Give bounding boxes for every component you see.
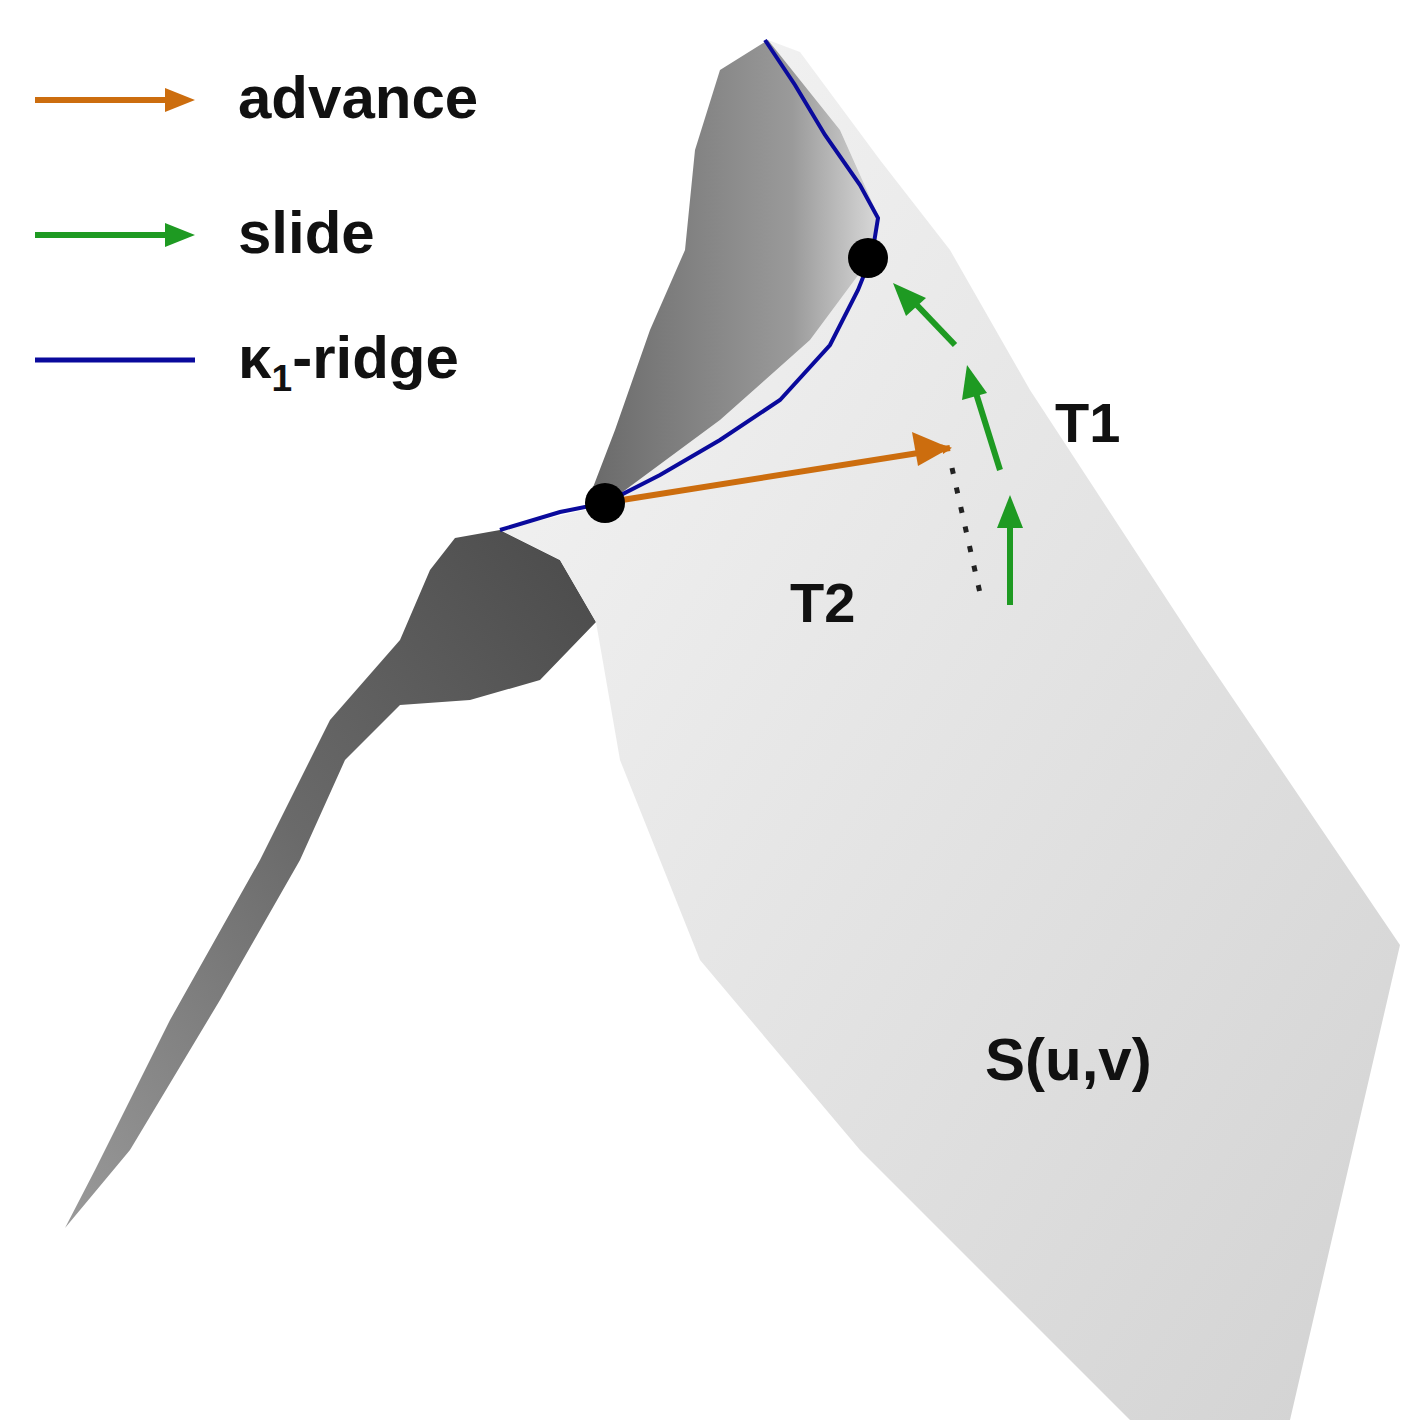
legend-slide-head [165, 223, 195, 247]
slide-arrow [975, 390, 1000, 470]
tangent-label: T2 [790, 575, 855, 631]
slide-arrow [912, 300, 955, 345]
advance-arrow [622, 448, 950, 500]
ridge-point [585, 483, 625, 523]
slide-arrowhead [962, 365, 987, 400]
slide-arrowhead [893, 283, 926, 316]
slide-arrowhead [997, 495, 1023, 528]
advance-arrowhead [912, 432, 950, 466]
dotted-path [952, 468, 982, 602]
surface-label: S(u,v) [985, 1030, 1152, 1090]
surface-front [500, 40, 1400, 1420]
tangent-label: T1 [1055, 395, 1120, 451]
legend-text: slide [238, 203, 375, 263]
surface-back [592, 40, 878, 505]
slide-arrow [1007, 520, 1013, 605]
surface-fold [65, 530, 596, 1228]
ridge-curve [500, 40, 878, 530]
legend-ridge-sample [35, 358, 195, 363]
legend-text: advance [238, 68, 478, 128]
ridge-point [848, 238, 888, 278]
legend-slide-sample [35, 232, 170, 238]
legend-text: κ1-ridge [238, 328, 459, 397]
legend-advance-sample [35, 97, 170, 103]
legend-advance-head [165, 88, 195, 112]
